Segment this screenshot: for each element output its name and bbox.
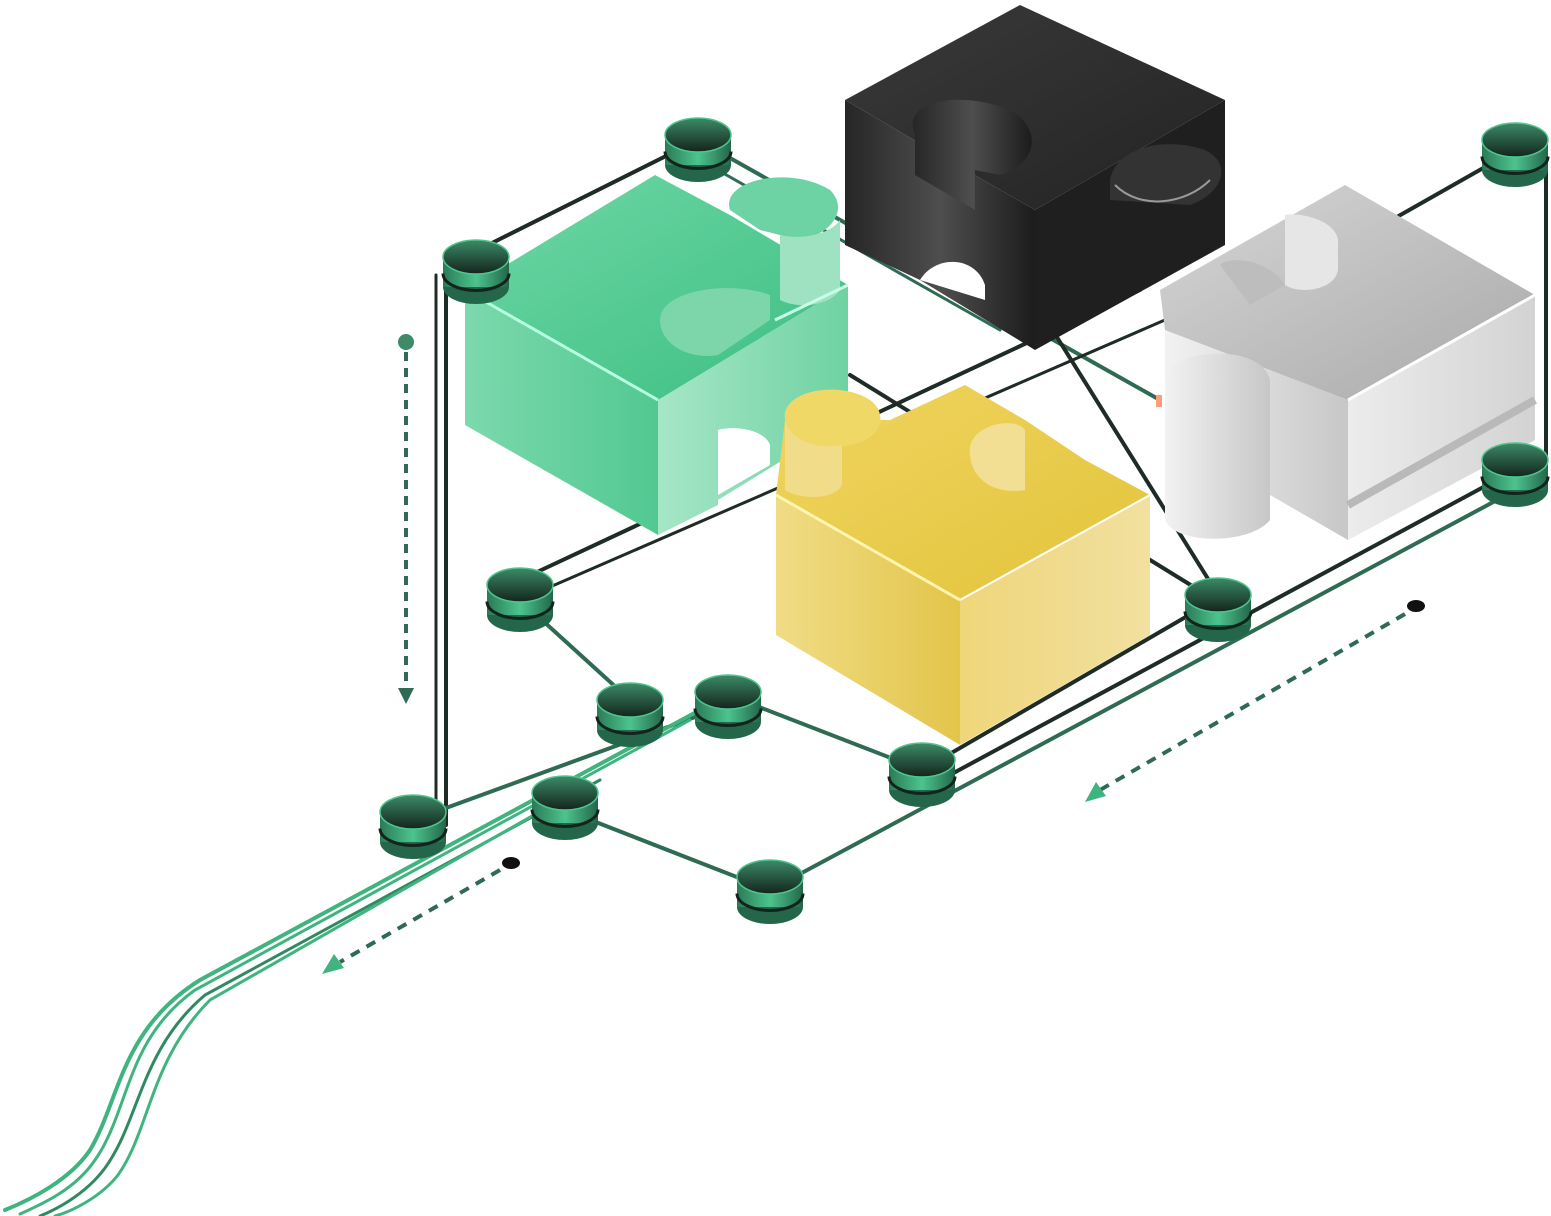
node-top: [1481, 442, 1549, 478]
gray-piece-notch: [1220, 260, 1285, 305]
arrow-vertical-head: [398, 688, 414, 704]
arrow-right-head: [1085, 782, 1106, 802]
yellow-piece-edge-highlight-2: [959, 494, 1151, 601]
green-piece-edge-glow-2: [774, 283, 849, 322]
black-piece-edge-highlight: [1114, 179, 1211, 203]
node-ring: [595, 716, 665, 735]
wire-low-6: [768, 483, 1527, 892]
green-puzzle-piece: [464, 175, 849, 535]
network-node: [663, 117, 733, 182]
network-node: [530, 775, 600, 840]
arrow-left-dash: [339, 868, 501, 964]
node-top: [694, 674, 762, 710]
black-piece-knob-right: [1110, 144, 1222, 205]
node-ring: [530, 809, 600, 828]
node-ring: [1183, 611, 1253, 630]
green-piece-edge-glow: [464, 288, 659, 402]
gray-piece-accent-mark: [1156, 395, 1162, 407]
gray-piece-edge-highlight: [1347, 293, 1536, 402]
node-ring: [378, 828, 448, 847]
green-piece-knob-cylinder: [780, 220, 840, 306]
wire-top-back-left: [466, 138, 700, 257]
wire-low-5: [563, 808, 772, 892]
wire-mid-3: [1038, 308, 1217, 592]
network-node: [1480, 442, 1550, 507]
yellow-piece-notch: [969, 423, 1025, 491]
node-top: [1184, 577, 1252, 613]
network-node: [1183, 577, 1253, 642]
yellow-piece-left-face: [776, 495, 960, 745]
green-piece-notch-side: [718, 428, 770, 495]
node-top: [442, 239, 510, 275]
yellow-puzzle-piece: [775, 385, 1151, 745]
network-nodes: [378, 117, 1550, 924]
node-top: [486, 567, 554, 603]
network-node: [1480, 122, 1550, 187]
yellow-piece-right-face: [960, 495, 1150, 745]
gray-piece-knob-cylinder: [1165, 353, 1270, 539]
node-ring: [693, 708, 763, 727]
arrow-vertical-start-dot: [398, 334, 414, 350]
network-node: [887, 742, 957, 807]
arrow-right-dash: [1099, 612, 1406, 792]
cable-bundle-2: [18, 718, 692, 1216]
node-top: [736, 859, 804, 895]
arrow-left-head: [322, 954, 344, 974]
black-piece-knob-left: [912, 99, 1032, 210]
yellow-piece-knob: [784, 389, 881, 455]
green-piece-right-face: [658, 285, 848, 535]
network-node: [693, 674, 763, 739]
black-puzzle-piece: [845, 5, 1225, 350]
gray-piece-band: [1346, 396, 1537, 509]
node-ring: [485, 601, 555, 620]
node-ring: [441, 273, 511, 292]
node-top: [888, 742, 956, 778]
node-top: [531, 775, 599, 811]
cable-bundle-1: [3, 708, 702, 1212]
green-piece-knob-top: [729, 177, 839, 240]
arrow-left-start-dot: [502, 857, 520, 869]
node-top: [1481, 122, 1549, 158]
black-piece-top-face: [845, 5, 1225, 210]
yellow-piece-knob-cylinder: [785, 420, 842, 497]
node-ring: [1480, 156, 1550, 175]
node-ring: [735, 893, 805, 912]
gray-piece-knob-top: [1285, 214, 1338, 290]
yellow-piece-edge-highlight: [775, 493, 961, 602]
node-top: [596, 682, 664, 718]
network-node: [485, 567, 555, 632]
node-top: [379, 794, 447, 830]
flow-arrows: [322, 334, 1425, 974]
green-piece-notch: [660, 288, 770, 356]
node-ring: [887, 776, 957, 795]
node-ring: [1480, 476, 1550, 495]
cable-bundle-4: [53, 798, 562, 1216]
network-node: [735, 859, 805, 924]
wire-low-3: [920, 598, 1217, 772]
black-piece-left-face: [845, 100, 1035, 350]
network-node: [378, 794, 448, 859]
node-top: [664, 117, 732, 153]
arrow-right-start-dot: [1407, 600, 1425, 612]
network-node: [441, 239, 511, 304]
network-node: [595, 682, 665, 747]
green-piece-left-face: [465, 290, 658, 535]
cable-bundle-3: [38, 778, 602, 1216]
gray-puzzle-piece: [1156, 185, 1537, 540]
node-ring: [663, 151, 733, 170]
black-piece-notch-bottom: [920, 261, 985, 300]
